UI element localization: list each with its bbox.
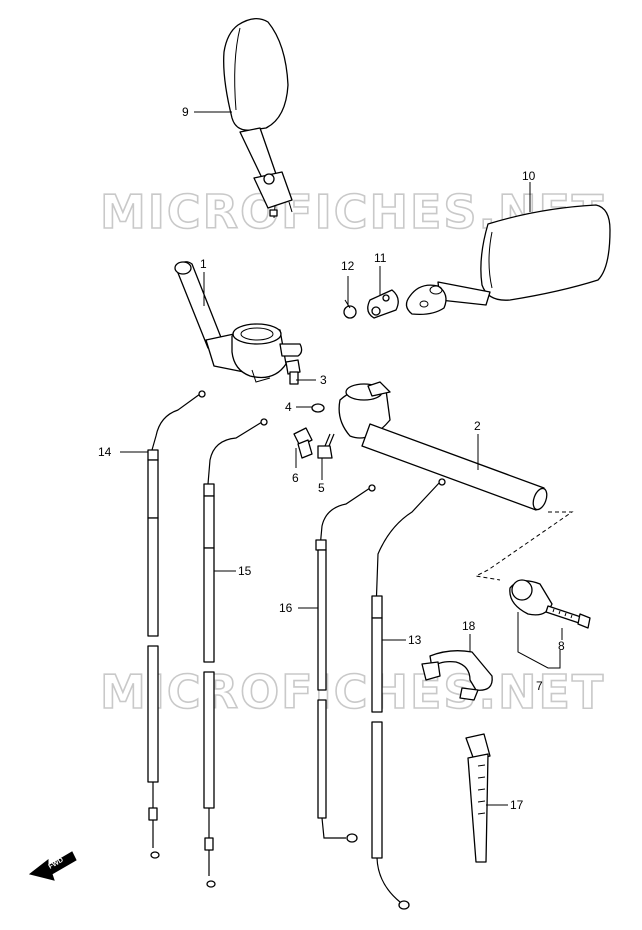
bar-end-weight[interactable] <box>509 579 553 616</box>
cable-tie[interactable] <box>465 733 491 863</box>
mirror-bracket[interactable] <box>367 289 399 319</box>
label-16: 16 <box>279 601 293 615</box>
washer-4[interactable] <box>311 403 325 413</box>
label-14: 14 <box>98 445 112 459</box>
label-17: 17 <box>510 798 524 812</box>
right-mirror[interactable] <box>405 204 611 316</box>
small-bolt[interactable] <box>343 299 357 319</box>
bolt-6[interactable] <box>293 427 313 459</box>
cable-16[interactable] <box>315 484 376 843</box>
right-handlebar[interactable] <box>338 381 549 511</box>
bar-end-screw[interactable] <box>545 605 591 629</box>
label-5: 5 <box>318 481 325 495</box>
bolt-5[interactable] <box>317 433 335 459</box>
cable-15[interactable] <box>203 418 268 888</box>
label-18: 18 <box>462 619 476 633</box>
label-6: 6 <box>292 471 299 485</box>
connector-dashed <box>474 511 574 581</box>
watermark-bottom: MICROFICHES.NET <box>100 665 605 719</box>
part-labels: 9 10 11 12 1 3 4 6 5 2 8 7 14 15 16 13 1… <box>98 105 565 812</box>
bolt-3[interactable] <box>285 359 301 385</box>
label-3: 3 <box>320 373 327 387</box>
label-4: 4 <box>285 400 292 414</box>
label-13: 13 <box>408 633 422 647</box>
label-12: 12 <box>341 259 355 273</box>
cable-13[interactable] <box>371 478 446 910</box>
label-1: 1 <box>200 257 207 271</box>
leader-lines <box>120 111 563 806</box>
label-11: 11 <box>374 251 387 265</box>
label-10: 10 <box>522 169 536 183</box>
label-8: 8 <box>558 639 565 653</box>
forward-arrow-icon: FWD <box>28 851 77 881</box>
left-mirror[interactable] <box>223 18 293 219</box>
cable-14[interactable] <box>147 390 206 859</box>
label-2: 2 <box>474 419 481 433</box>
label-9: 9 <box>182 105 189 119</box>
left-handlebar[interactable] <box>174 261 303 383</box>
label-7: 7 <box>536 679 543 693</box>
label-15: 15 <box>238 564 252 578</box>
cable-clamp[interactable] <box>421 650 493 701</box>
